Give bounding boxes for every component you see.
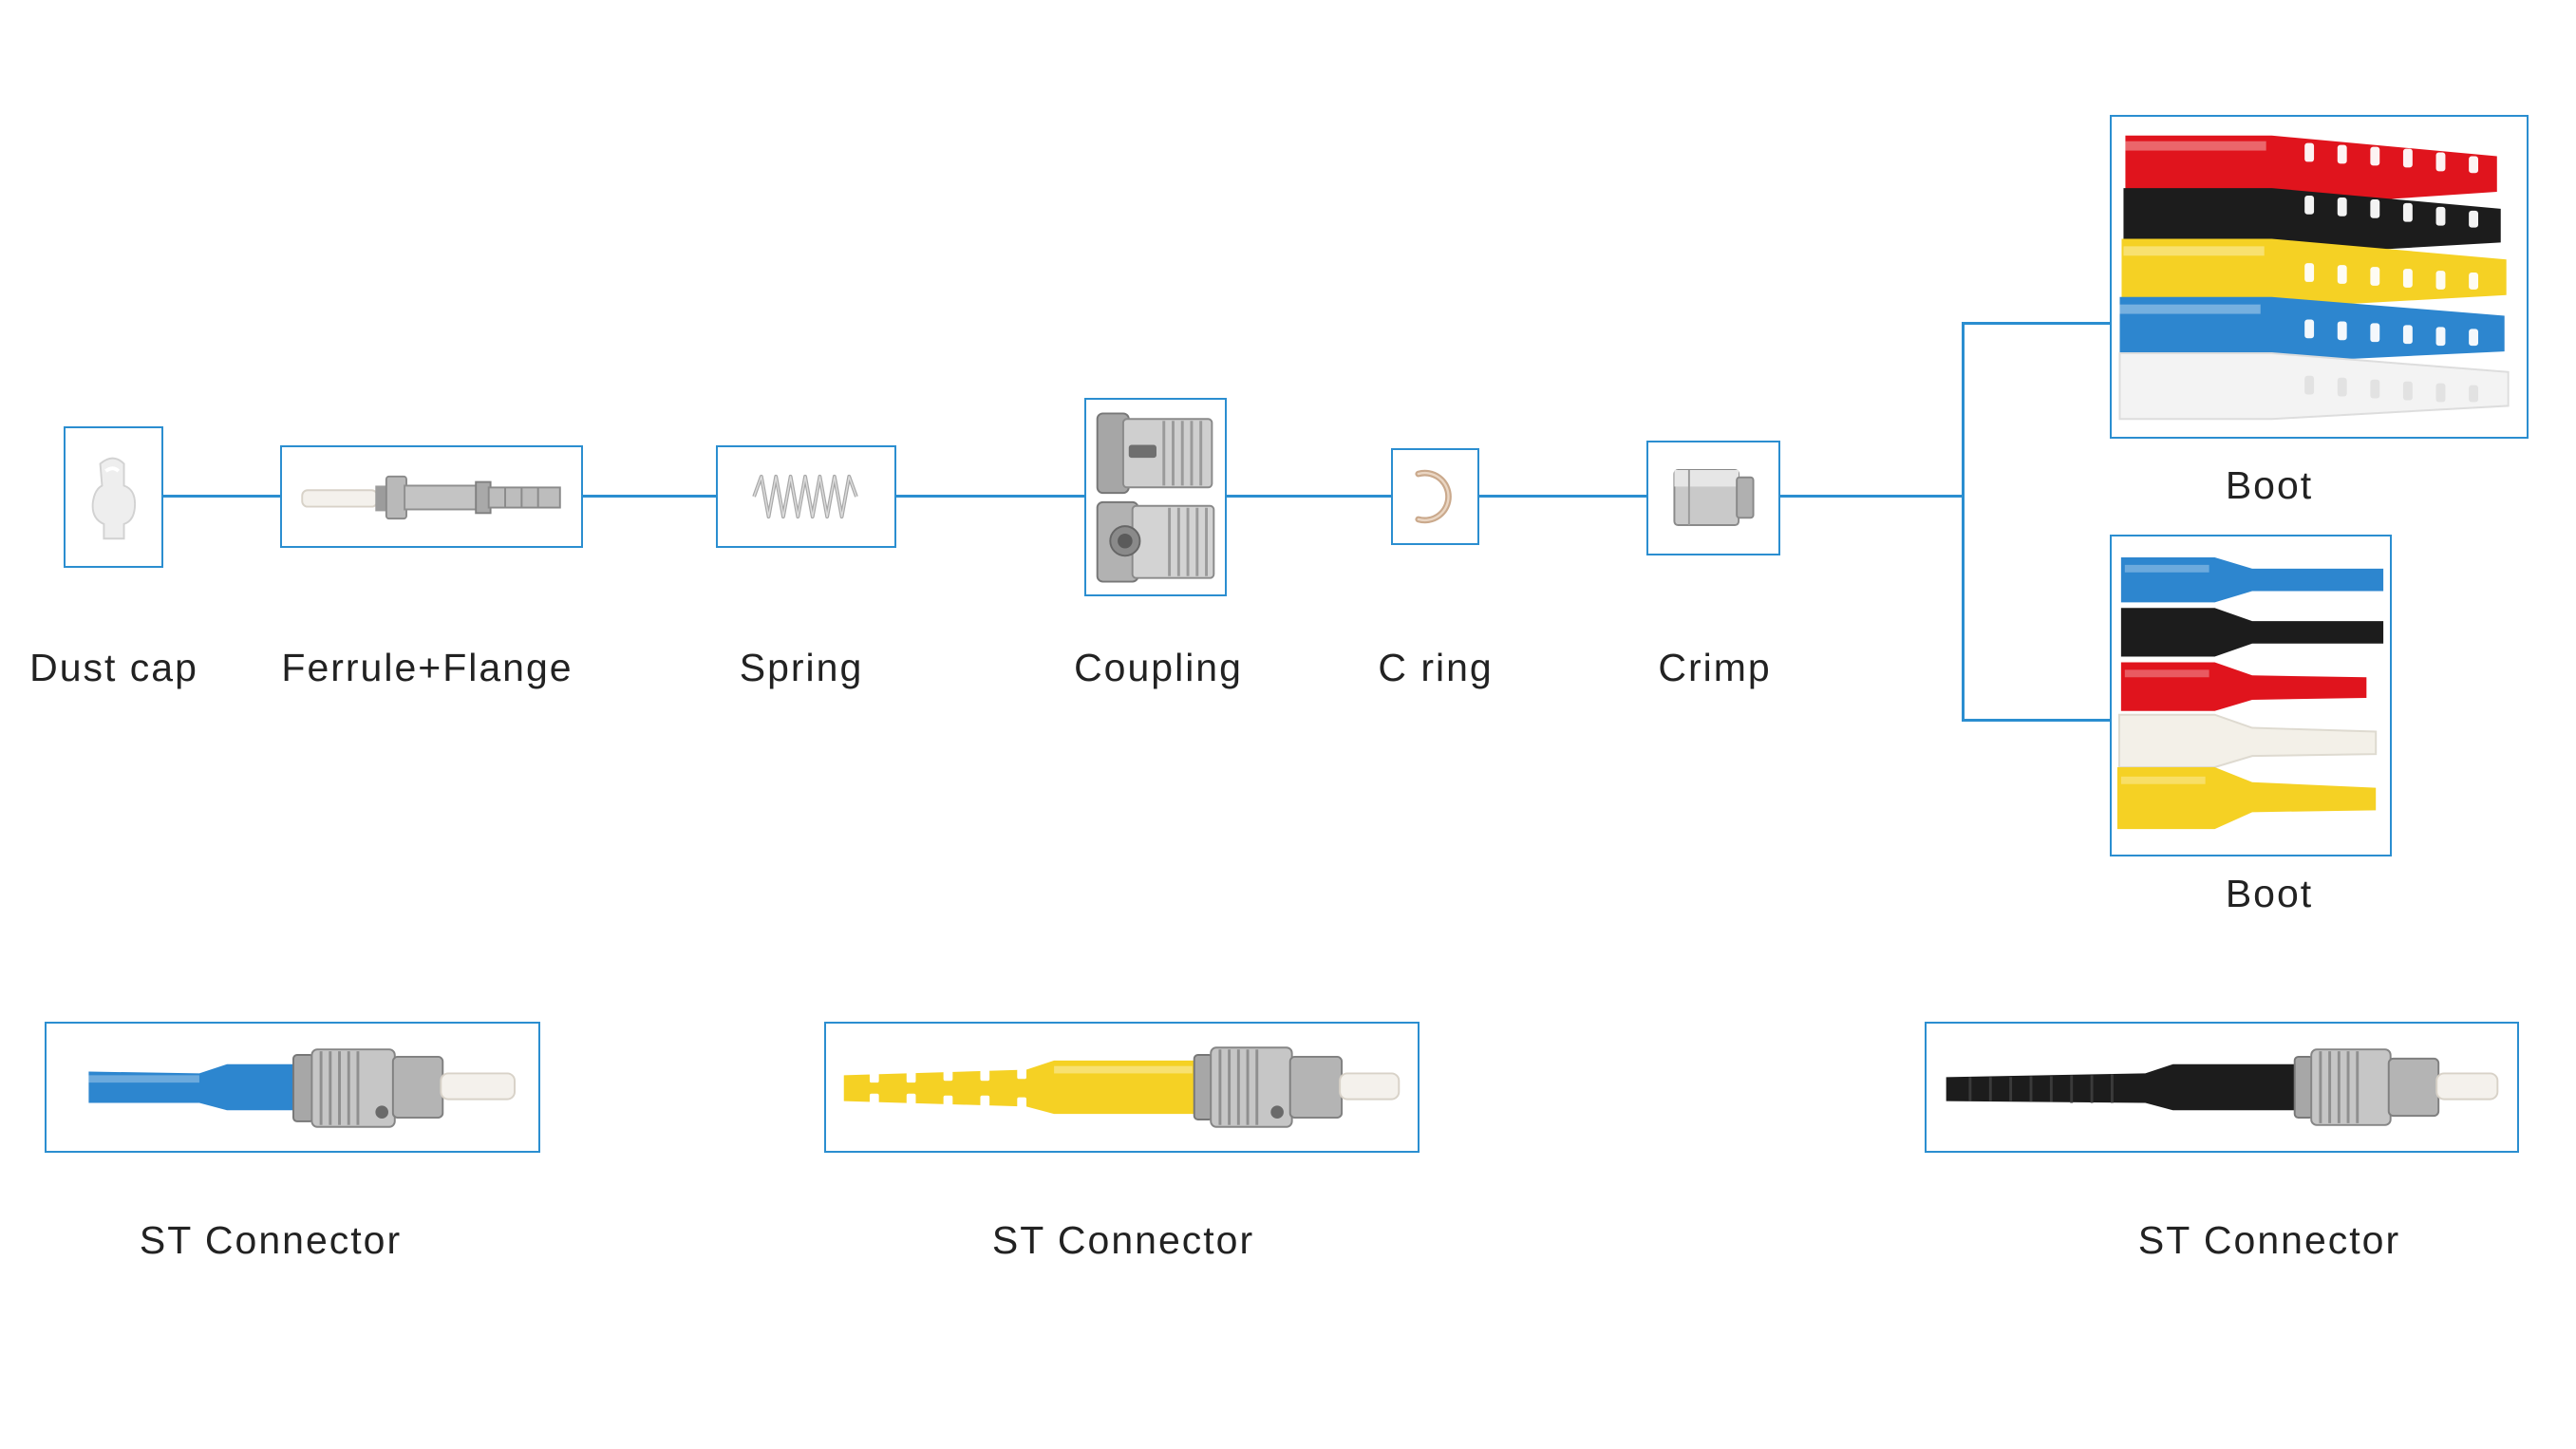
crimp-box [1646, 441, 1780, 555]
spring-icon [752, 474, 858, 519]
boot-smooth-label: Boot [2225, 872, 2314, 915]
coupling-label: Coupling [1074, 646, 1243, 689]
st-connector-black-label: ST Connector [2137, 1218, 2401, 1262]
boot-smooth-box [2110, 535, 2392, 856]
ribbed-boots-icon [2118, 135, 2510, 421]
connector-line-branch-vertical [1962, 322, 1965, 722]
st-connector-yellow-label: ST Connector [991, 1218, 1255, 1262]
st-connector-blue-box [45, 1022, 540, 1153]
dust-cap-label: Dust cap [29, 646, 198, 689]
tapered-boots-icon [2116, 556, 2384, 830]
connector-line-main [161, 495, 1962, 498]
coupling-icon [1096, 412, 1215, 583]
connector-line-branch-top [1962, 322, 2114, 325]
boot-ribbed-label: Boot [2225, 463, 2314, 507]
connector-line-branch-bottom [1962, 719, 2114, 722]
crimp-label: Crimp [1658, 646, 1772, 689]
spring-label: Spring [739, 646, 864, 689]
crimp-icon [1673, 469, 1755, 526]
c-ring-label: C ring [1378, 646, 1494, 689]
st-connector-yellow-box [824, 1022, 1420, 1153]
ferrule-flange-box [280, 445, 583, 548]
st-connector-black-box [1925, 1022, 2519, 1153]
dust-cap-icon [91, 457, 137, 540]
coupling-box [1084, 398, 1227, 596]
ferrule-icon [301, 475, 561, 520]
ferrule-flange-label: Ferrule+Flange [281, 646, 573, 689]
boot-ribbed-box [2110, 115, 2529, 439]
c-ring-icon [1415, 469, 1452, 524]
dust-cap-box [64, 426, 163, 568]
st-connector-black-icon [1946, 1048, 2499, 1126]
c-ring-box [1391, 448, 1479, 545]
spring-box [716, 445, 896, 548]
st-connector-blue-label: ST Connector [139, 1218, 403, 1262]
st-connector-blue-icon [88, 1048, 516, 1128]
st-connector-yellow-icon [843, 1046, 1401, 1128]
